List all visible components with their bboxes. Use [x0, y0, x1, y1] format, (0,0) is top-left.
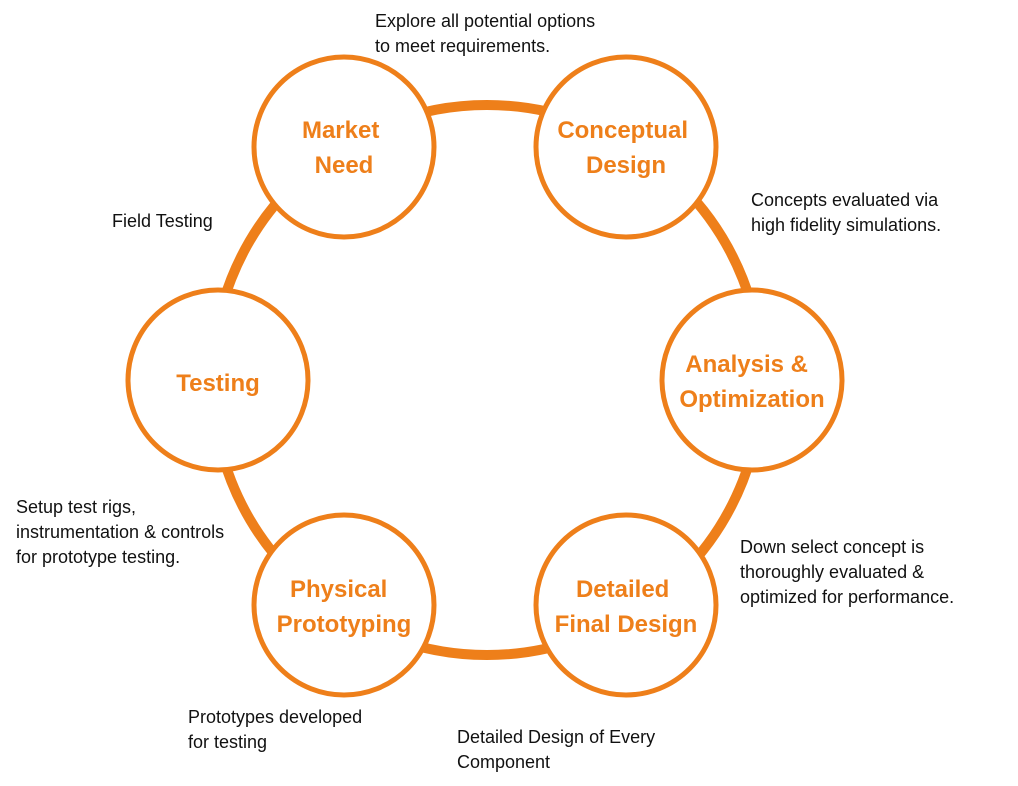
stage-label-line: Conceptual — [557, 117, 688, 144]
annotation-prototypes-developed: Prototypes developed for testing — [188, 705, 362, 755]
annotation-field-testing: Field Testing — [112, 209, 213, 234]
annotation-line: Down select concept is — [740, 537, 925, 557]
annotation-line: instrumentation & controls — [16, 522, 225, 542]
stage-label-line: Final Design — [555, 611, 698, 638]
annotation-down-select: Down select concept is thoroughly evalua… — [740, 535, 954, 610]
stage-market-need: Market Need — [251, 54, 437, 240]
annotation-line: optimized for performance. — [740, 587, 955, 607]
stage-label-line: Physical — [290, 576, 387, 603]
stage-label-line: Design — [586, 152, 666, 179]
annotation-line: Concepts evaluated via — [751, 190, 939, 210]
svg-text:Testing: Testing — [176, 370, 260, 397]
annotation-line: Explore all potential options — [375, 11, 596, 31]
stage-analysis-optimization: Analysis & Optimization — [659, 287, 845, 473]
svg-text:Detailed Final Design: Detailed Final Design — [555, 576, 698, 638]
stage-circle — [659, 287, 845, 473]
stage-circle — [533, 512, 719, 698]
annotation-line: to meet requirements. — [375, 36, 551, 56]
stage-label-line: Market — [302, 117, 379, 144]
annotation-line: Prototypes developed — [188, 707, 363, 727]
annotation-concepts-evaluated: Concepts evaluated via high fidelity sim… — [751, 188, 941, 238]
stage-label-line: Need — [315, 152, 374, 179]
stage-label-line: Detailed — [576, 576, 669, 603]
stage-circle — [125, 287, 311, 473]
annotation-explore-options: Explore all potential options to meet re… — [375, 9, 595, 59]
stage-label-line: Prototyping — [277, 611, 412, 638]
annotation-line: Component — [457, 752, 551, 772]
stage-circle — [251, 54, 437, 240]
stage-physical-prototyping: Physical Prototyping — [251, 512, 437, 698]
svg-text:Conceptual Design: Conceptual Design — [557, 117, 694, 179]
svg-text:Analysis & Optimization: Analysis & Optimization — [679, 351, 824, 413]
annotation-line: Detailed Design of Every — [457, 727, 656, 747]
stage-conceptual-design: Conceptual Design — [533, 54, 719, 240]
stage-label-line: Testing — [176, 370, 260, 397]
annotation-setup-test-rigs: Setup test rigs, instrumentation & contr… — [16, 495, 224, 570]
stage-label-line: Optimization — [679, 386, 824, 413]
svg-text:Market Need: Market Need — [302, 117, 386, 179]
stage-circle — [533, 54, 719, 240]
annotation-line: Setup test rigs, — [16, 497, 137, 517]
annotation-line: high fidelity simulations. — [751, 215, 942, 235]
annotation-detailed-every-component: Detailed Design of Every Component — [457, 725, 655, 775]
stage-circle — [251, 512, 437, 698]
annotation-line: for prototype testing. — [16, 547, 181, 567]
annotation-line: Field Testing — [112, 211, 213, 231]
annotation-line: thoroughly evaluated & — [740, 562, 925, 582]
stage-detailed-final-design: Detailed Final Design — [533, 512, 719, 698]
svg-text:Physical Prototyping: Physical Prototyping — [277, 576, 412, 638]
stage-testing: Testing — [125, 287, 311, 473]
annotation-line: for testing — [188, 732, 268, 752]
stage-label-line: Analysis & — [685, 351, 808, 378]
